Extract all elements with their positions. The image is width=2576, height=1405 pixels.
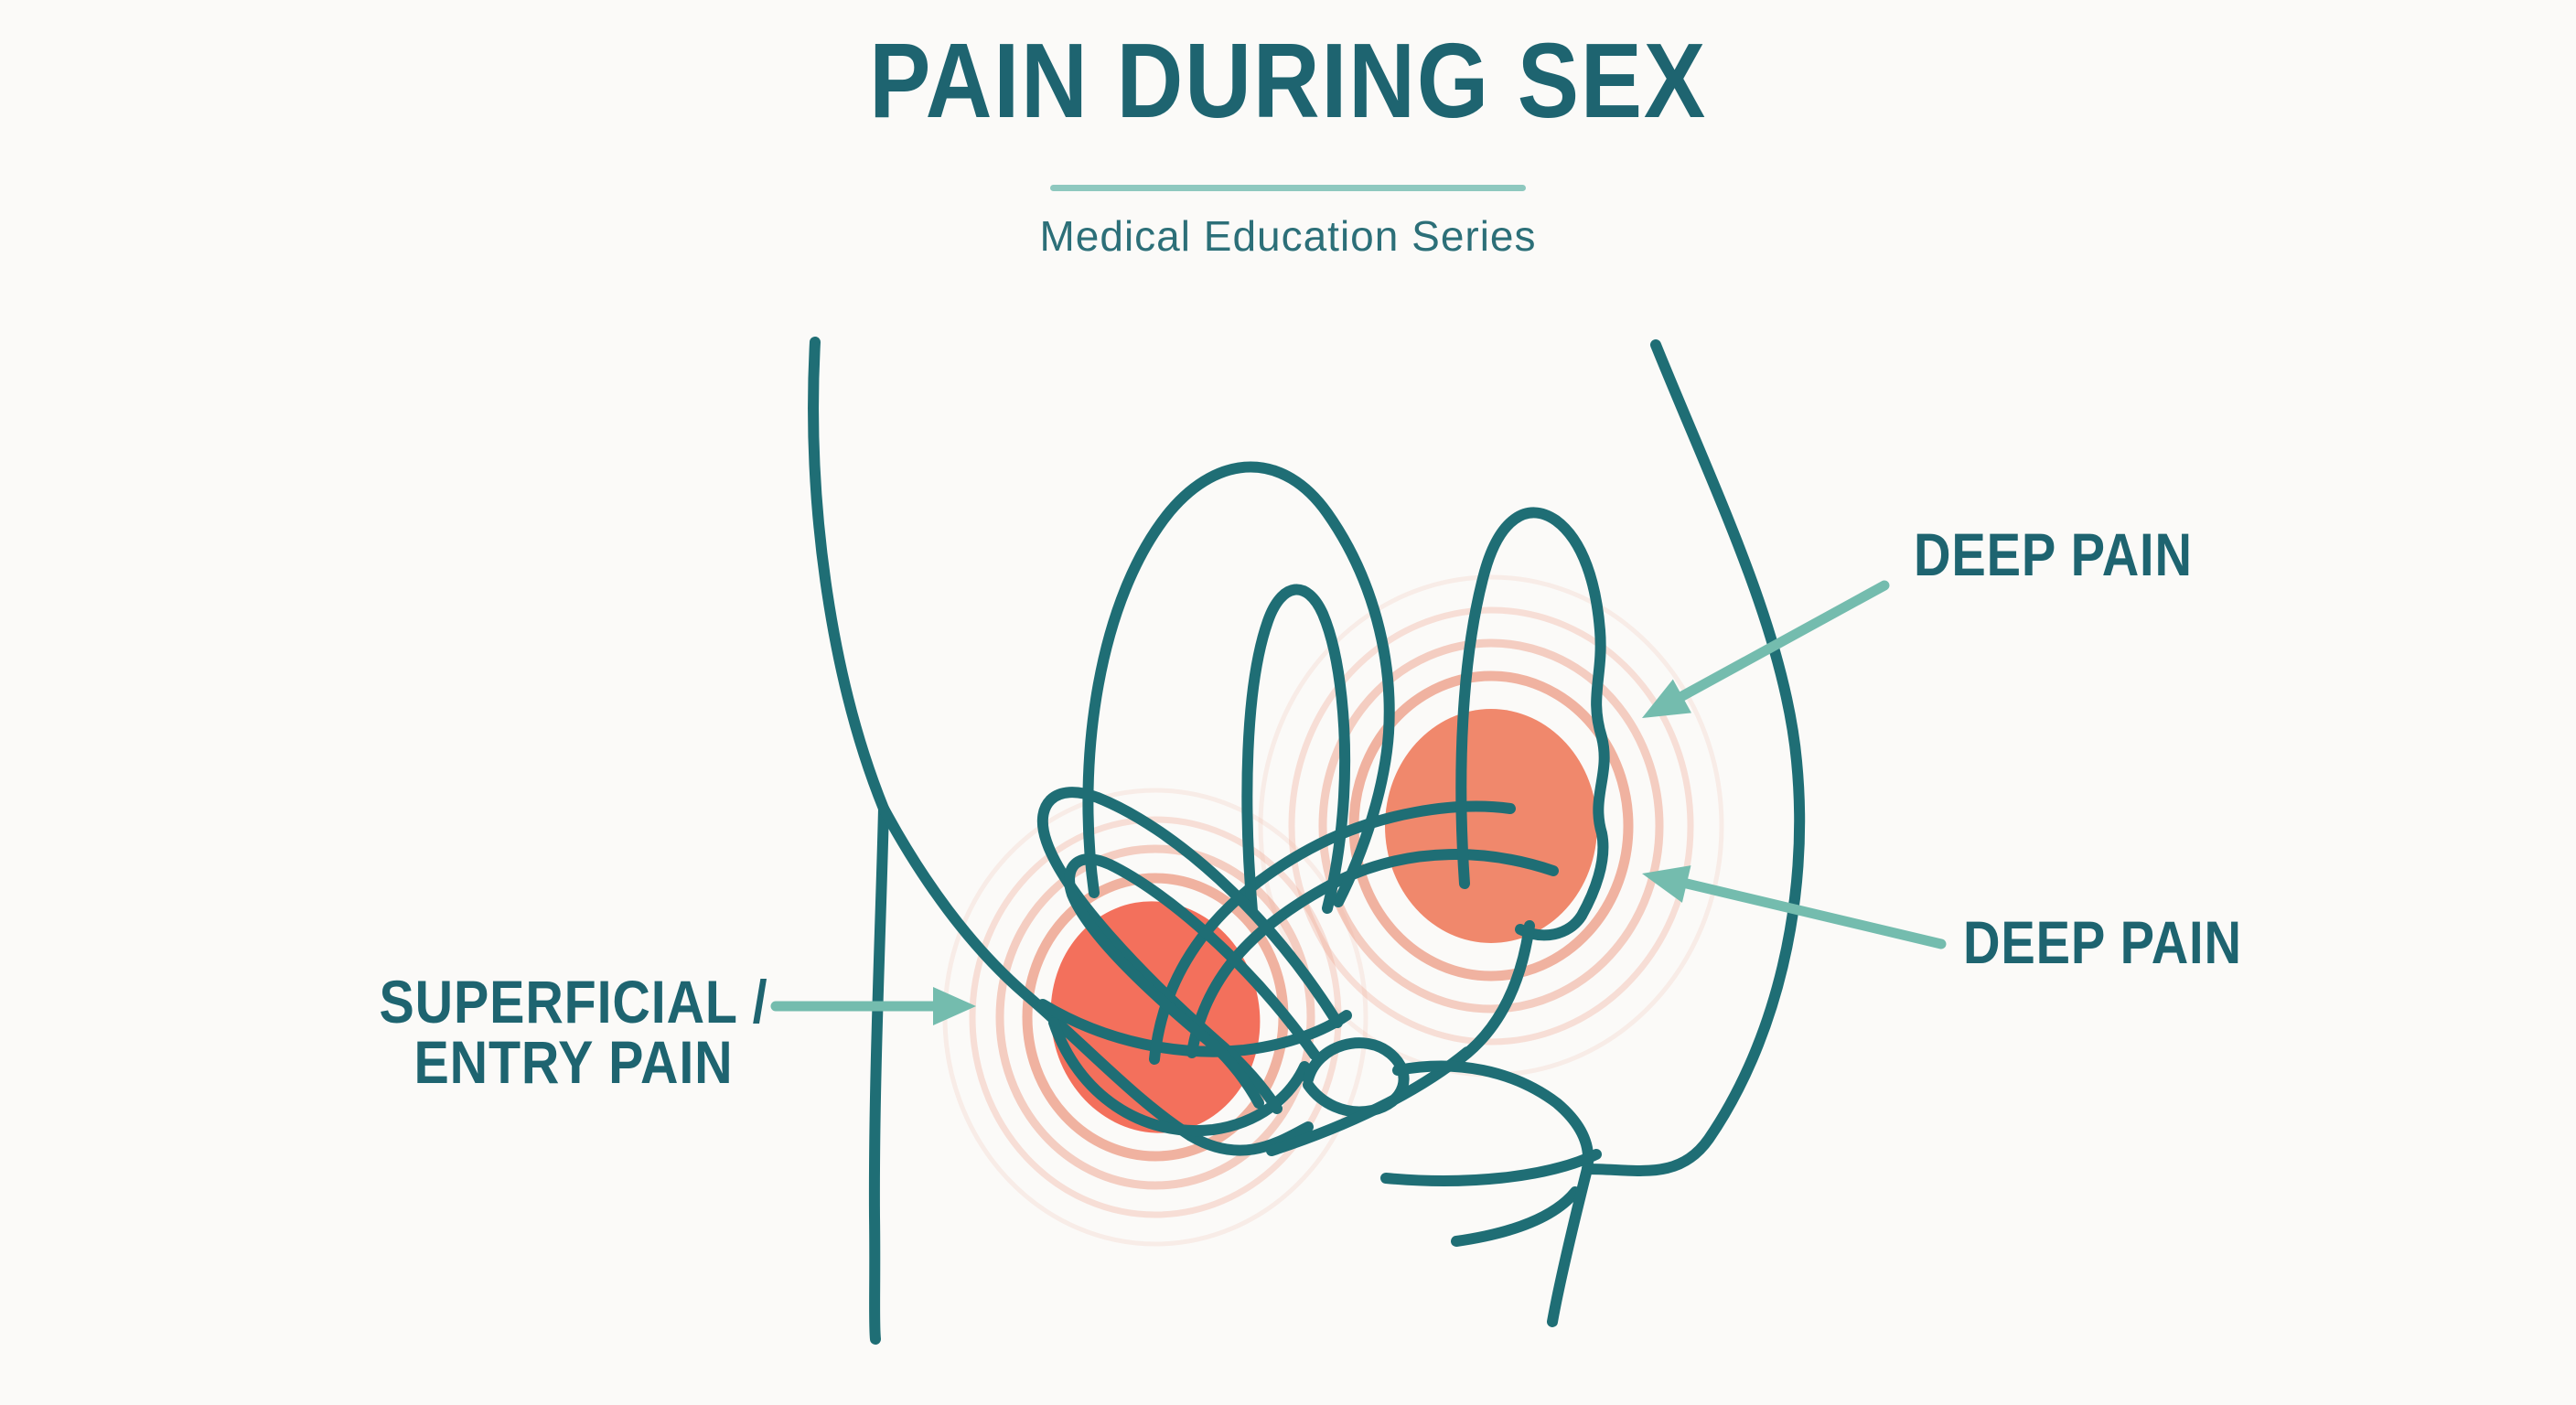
mons-curve <box>878 803 1314 1156</box>
deep-pain-lower-label: DEEP PAIN <box>1963 908 2242 976</box>
vaginal-canal-front-line <box>1149 800 1516 1065</box>
anatomy-linework <box>808 337 1806 1345</box>
uterus-inner-outline <box>1241 584 1351 917</box>
page-title: PAIN DURING SEX <box>869 21 1707 140</box>
deep-pain-upper-label: DEEP PAIN <box>1914 520 2193 588</box>
deep-pain-lower-arrow-line <box>1681 878 1947 949</box>
superficial-pain-label: SUPERFICIAL / ENTRY PAIN <box>375 971 773 1092</box>
deep-pain-lower-arrowhead-icon <box>1642 865 1691 903</box>
cervix-loop-outline <box>1455 507 1610 941</box>
gluteal-fold-upper-line <box>1380 1149 1602 1186</box>
superficial-pain-core <box>1050 901 1261 1133</box>
superficial-pain-label-line1: SUPERFICIAL / <box>379 968 768 1035</box>
anus-curve <box>1392 1060 1594 1174</box>
fourchette-loop <box>1303 1037 1410 1118</box>
deep-pain-ring-3 <box>1288 606 1694 1046</box>
right-body-outline <box>1582 339 1806 1176</box>
thigh-back-line <box>1547 1164 1593 1327</box>
left-body-outline <box>808 337 889 1345</box>
page-subtitle: Medical Education Series <box>1039 212 1537 260</box>
superficial-pain-spot <box>942 788 1368 1247</box>
superficial-pain-label-line2: ENTRY PAIN <box>413 1028 734 1096</box>
vaginal-canal-back-line <box>1186 849 1559 1058</box>
deep-pain-upper-arrow-line <box>1677 580 1890 702</box>
superficial-pain-arrowhead-icon <box>933 987 976 1025</box>
deep-pain-core <box>1385 709 1597 943</box>
rectum-curve <box>1449 920 1535 1068</box>
superficial-pain-ring-2 <box>995 844 1315 1190</box>
title-divider <box>1050 185 1526 191</box>
deep-pain-upper-arrowhead-icon <box>1642 679 1691 718</box>
deep-pain-upper-arrow <box>1642 580 1890 718</box>
superficial-pain-arrow <box>770 987 976 1025</box>
deep-pain-lower-arrow <box>1642 865 1947 949</box>
deep-pain-ring-2 <box>1318 638 1664 1014</box>
gluteal-fold-lower-line <box>1451 1186 1581 1247</box>
bladder-inner-outline <box>1064 853 1320 1109</box>
header: PAIN DURING SEX Medical Education Series <box>0 0 2576 261</box>
uterus-outer-outline <box>1082 461 1395 907</box>
labia-lower-curve <box>1048 1017 1310 1137</box>
